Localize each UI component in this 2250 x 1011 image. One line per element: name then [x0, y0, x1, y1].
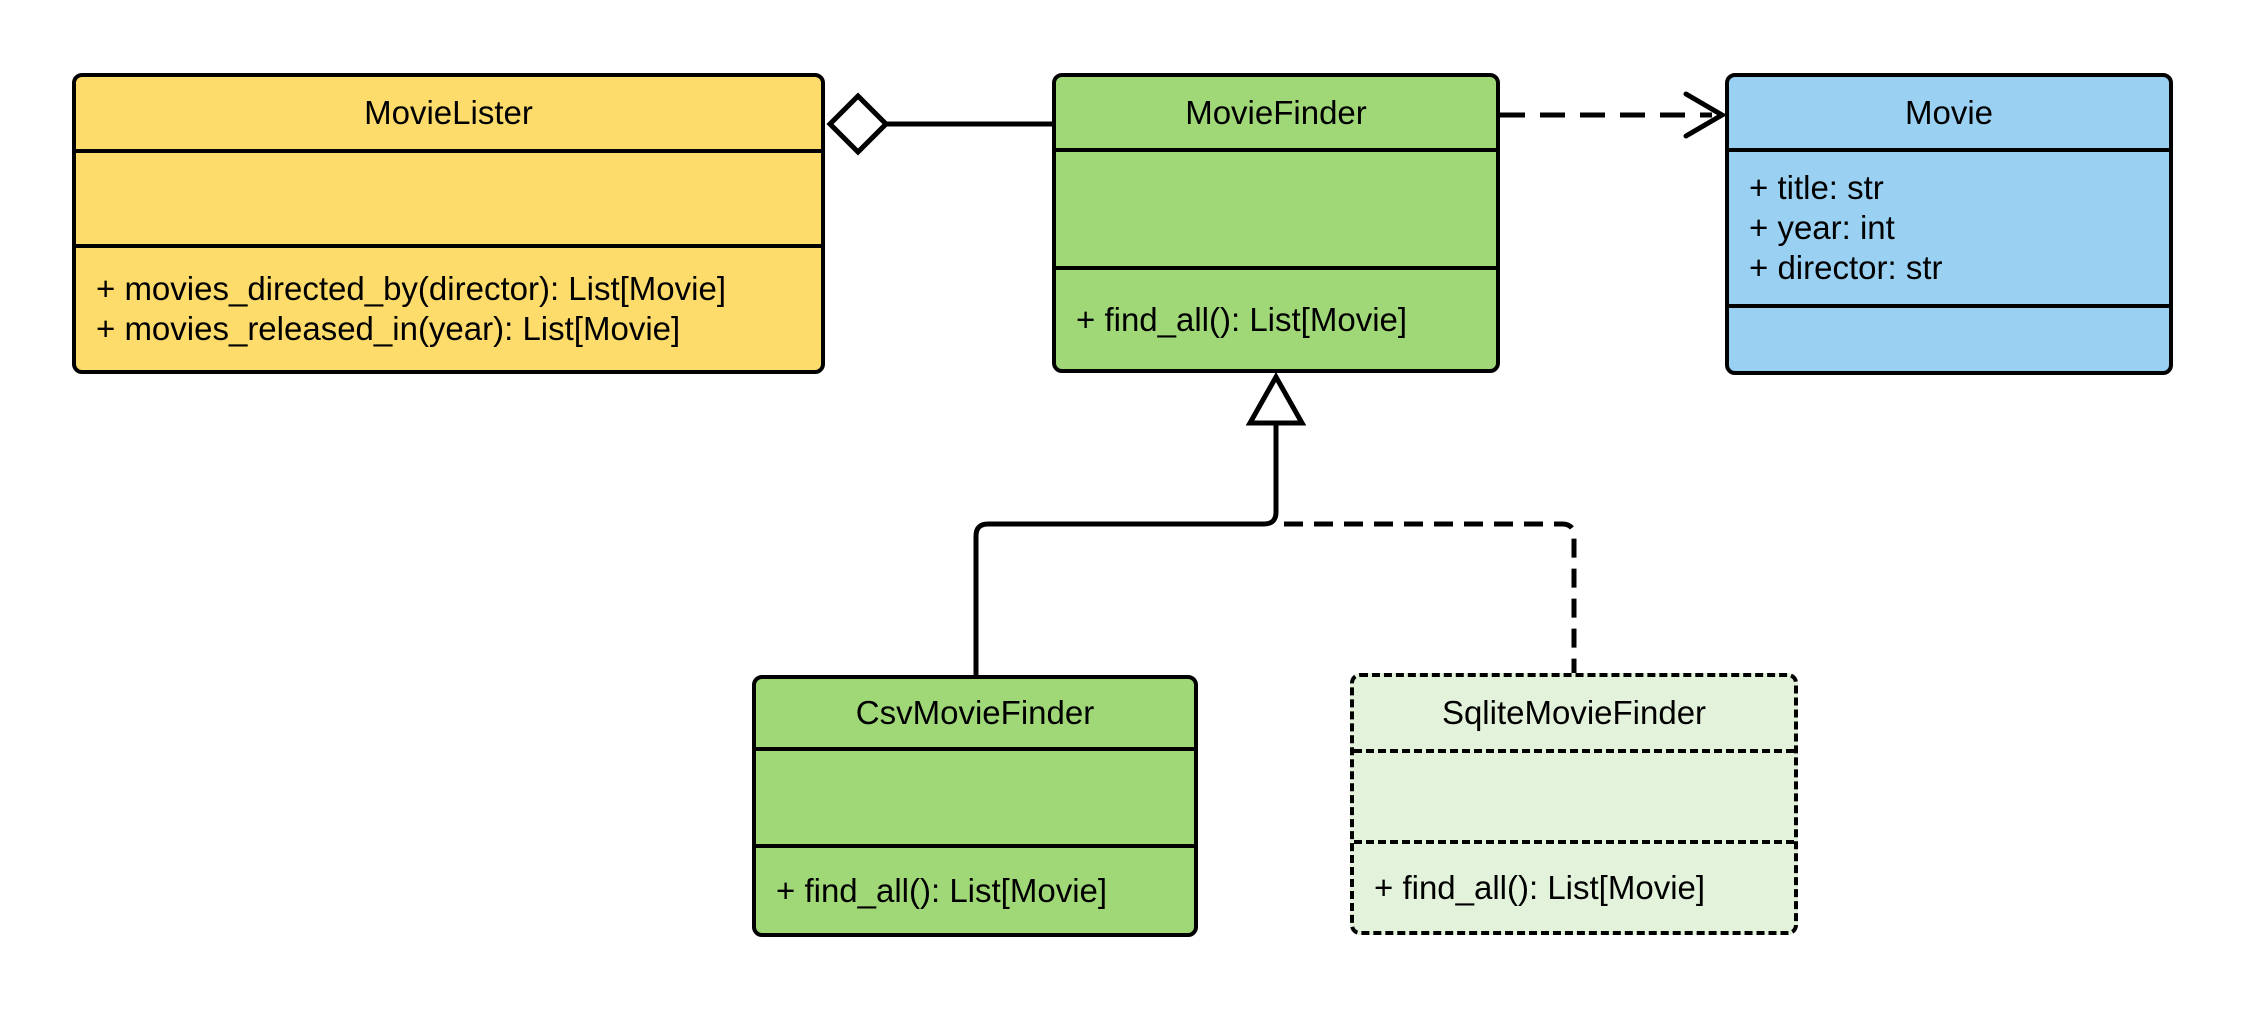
method-find-all: + find_all(): List[Movie]	[1374, 868, 1706, 906]
method-find-all: + find_all(): List[Movie]	[1076, 300, 1408, 338]
class-movie-attributes-compartment: + title: str + year: int + director: str	[1729, 148, 2169, 304]
inheritance-dashed-connector-sqlitemoviefinder-moviefinder	[1284, 521, 1577, 675]
class-movie-title: Movie	[1904, 93, 1994, 131]
class-movielister: MovieLister + movies_directed_by(directo…	[72, 73, 825, 374]
aggregation-diamond	[826, 92, 890, 156]
method-movies-released-in: + movies_released_in(year): List[Movie]	[96, 310, 681, 347]
class-movielister-methods-compartment: + movies_directed_by(director): List[Mov…	[76, 244, 821, 370]
class-movielister-attributes-compartment	[76, 149, 821, 244]
attribute-director: + director: str	[1749, 249, 1943, 286]
class-movielister-title: MovieLister	[364, 94, 533, 131]
class-sqlitemoviefinder: SqliteMovieFinder + find_all(): List[Mov…	[1350, 673, 1798, 935]
dependency-connector-moviefinder-movie	[1500, 91, 1727, 139]
class-csvmoviefinder-attributes-compartment	[756, 747, 1194, 844]
aggregation-connector-movielister-moviefinder	[826, 92, 1054, 156]
class-csvmoviefinder-title: CsvMovieFinder	[855, 694, 1095, 731]
class-moviefinder: MovieFinder + find_all(): List[Movie]	[1052, 73, 1500, 373]
class-sqlitemoviefinder-methods-compartment: + find_all(): List[Movie]	[1354, 840, 1794, 931]
class-sqlitemoviefinder-title: SqliteMovieFinder	[1441, 694, 1707, 731]
inheritance-connector-csvmoviefinder-moviefinder	[973, 371, 1307, 677]
dependency-open-arrowhead	[1683, 91, 1727, 139]
class-moviefinder-attributes-compartment	[1056, 148, 1496, 266]
method-find-all: + find_all(): List[Movie]	[776, 871, 1108, 909]
method-movies-directed-by: + movies_directed_by(director): List[Mov…	[96, 270, 726, 307]
attribute-title: + title: str	[1749, 169, 1884, 206]
inheritance-triangle	[1245, 371, 1307, 426]
class-movie: Movie + title: str + year: int + directo…	[1725, 73, 2173, 375]
attribute-year: + year: int	[1749, 209, 1895, 246]
class-sqlitemoviefinder-attributes-compartment	[1354, 749, 1794, 840]
class-movie-methods-compartment	[1729, 304, 2169, 371]
class-moviefinder-methods-compartment: + find_all(): List[Movie]	[1056, 266, 1496, 369]
class-csvmoviefinder: CsvMovieFinder + find_all(): List[Movie]	[752, 675, 1198, 937]
class-csvmoviefinder-methods-compartment: + find_all(): List[Movie]	[756, 844, 1194, 933]
class-moviefinder-title: MovieFinder	[1185, 93, 1367, 131]
